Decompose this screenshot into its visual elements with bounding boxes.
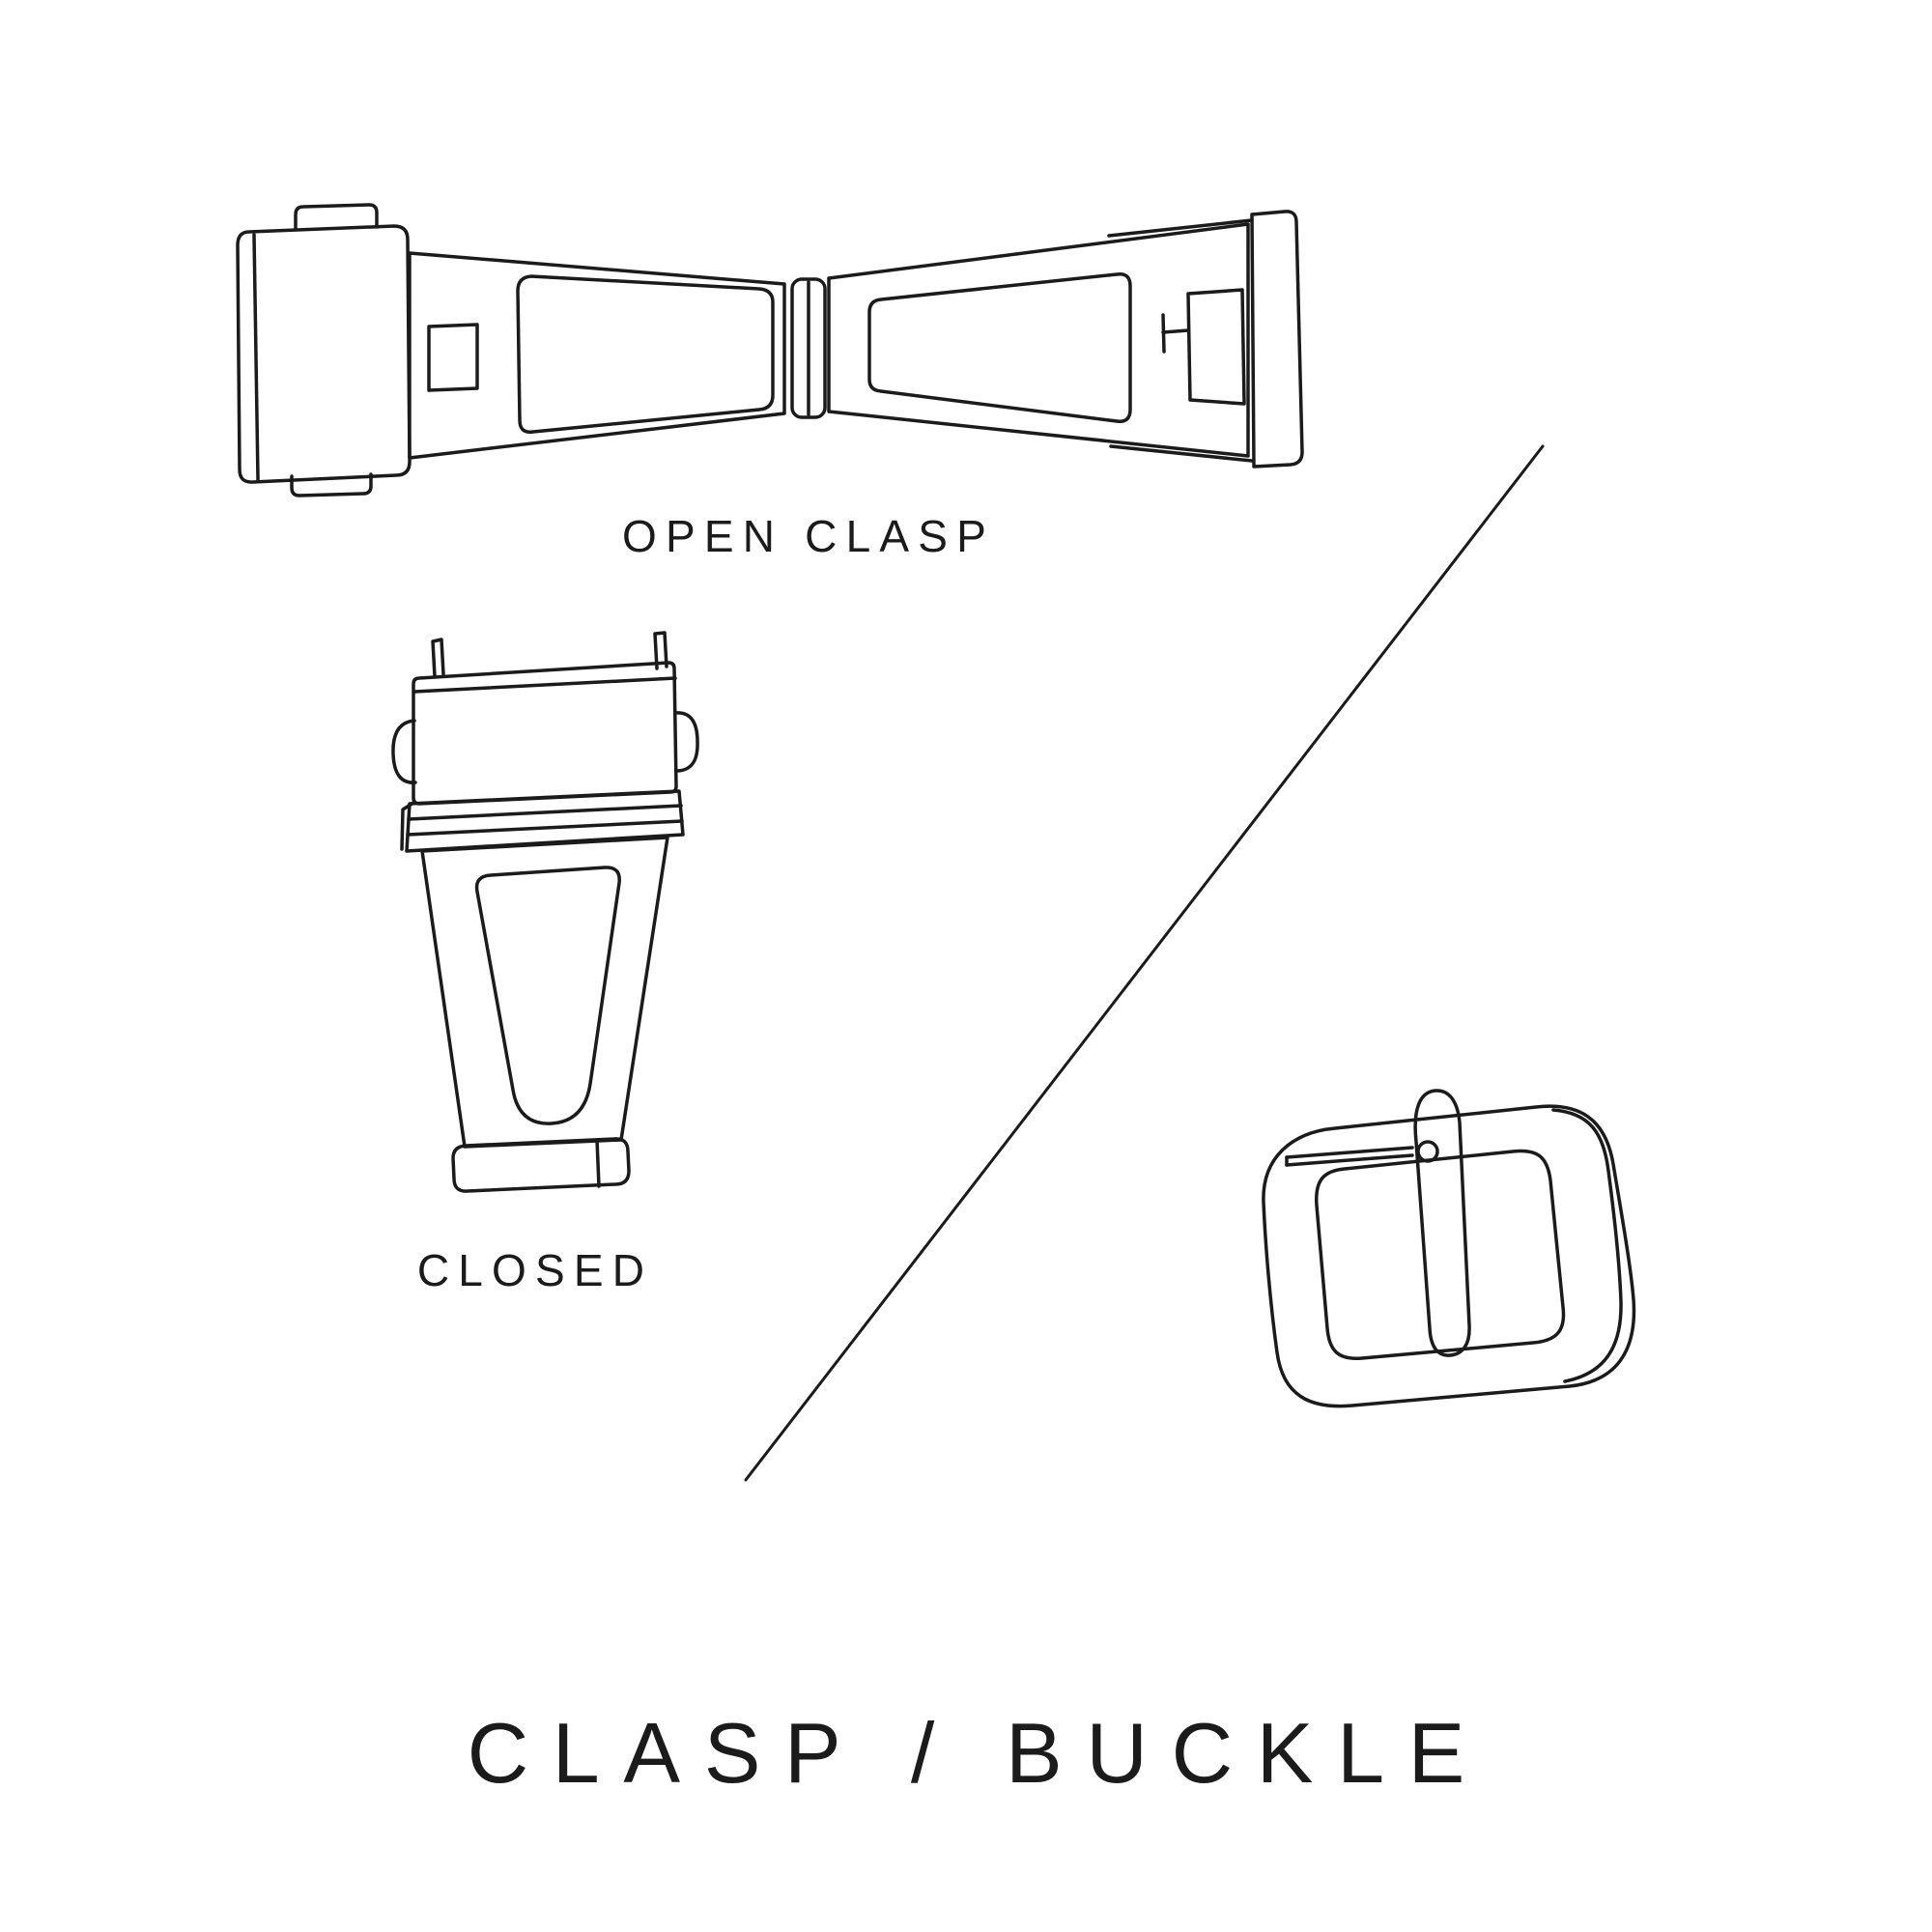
open-clasp-illustration — [236, 203, 1304, 497]
page-title: CLASP / BUCKLE — [467, 1705, 1490, 1801]
buckle-illustration — [1262, 1089, 1636, 1408]
closed-clasp-illustration — [391, 631, 699, 1193]
open-clasp-label: OPEN CLASP — [622, 511, 995, 561]
divider-line — [744, 444, 1545, 1482]
closed-clasp-label: CLOSED — [416, 1245, 654, 1295]
